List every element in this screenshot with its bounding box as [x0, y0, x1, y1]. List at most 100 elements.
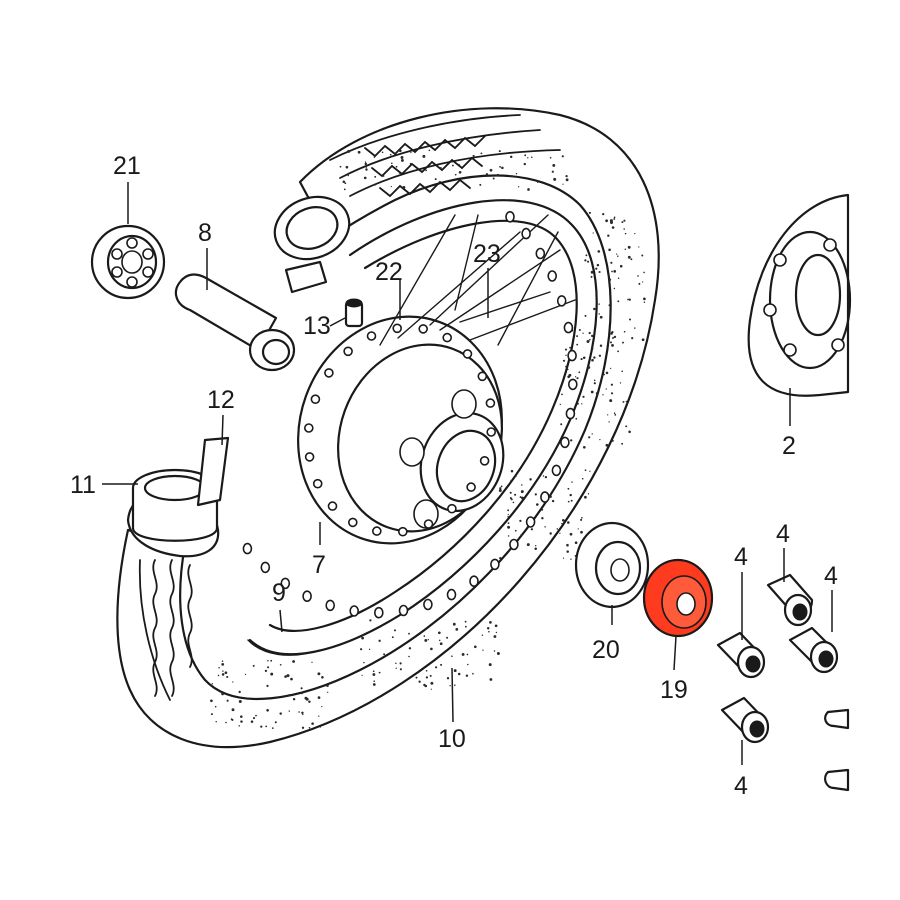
tire-speck — [643, 297, 646, 301]
tire-speck — [621, 221, 624, 224]
tire-speck — [231, 708, 235, 712]
tire-speck — [458, 163, 460, 166]
bearing-21 — [90, 224, 166, 300]
tire-speck — [409, 162, 412, 165]
tire-speck — [628, 430, 631, 434]
tire-speck — [519, 496, 522, 499]
valve-cap-13 — [344, 298, 364, 328]
tire-speck — [569, 346, 571, 349]
tire-speck — [588, 211, 591, 214]
tire-speck — [509, 497, 512, 499]
tire-speck — [517, 186, 520, 188]
tire-speck — [238, 725, 240, 727]
rim-hole — [535, 247, 546, 260]
tire-speck — [374, 183, 377, 186]
tire-speck — [542, 475, 545, 477]
tire-speck — [580, 530, 583, 534]
tire-speck — [446, 636, 449, 639]
tire-speck — [430, 681, 434, 685]
tire-speck — [395, 667, 397, 669]
tire-speck — [588, 331, 591, 335]
tire-speck — [582, 356, 586, 360]
callout-4-bottom: 4 — [734, 772, 748, 800]
tire-speck — [529, 478, 532, 481]
tire-speck — [515, 475, 517, 478]
tire-speck — [361, 674, 363, 677]
tire-speck — [493, 635, 497, 638]
tire-speck — [480, 152, 483, 155]
tire-speck — [570, 558, 572, 560]
tire-speck — [395, 662, 397, 665]
tire-speck — [549, 532, 552, 535]
tire-speck — [326, 684, 329, 687]
callout-11: 11 — [70, 471, 96, 499]
tire-speck — [602, 375, 604, 377]
tire-speck — [343, 188, 346, 191]
hub-hole — [392, 323, 403, 334]
tire-speck — [567, 500, 570, 503]
spokes — [379, 214, 576, 346]
tire-speck — [311, 722, 314, 725]
tire-speck — [308, 700, 311, 703]
tire-speck — [342, 180, 346, 184]
tire-speck — [434, 178, 437, 181]
tire-speck — [565, 371, 567, 373]
tire-speck — [507, 522, 510, 524]
tire-speck — [214, 705, 217, 708]
tire-speck — [425, 669, 428, 672]
tire-speck — [267, 659, 269, 662]
axle-fragment — [824, 768, 850, 792]
tire-speck — [288, 693, 291, 697]
tire-speck — [598, 270, 601, 274]
tire-speck — [516, 175, 518, 178]
tire-speck — [565, 354, 567, 357]
tire-speck — [368, 648, 371, 650]
rim-hole — [373, 606, 384, 619]
tire-speck — [244, 673, 247, 676]
tire-speck — [520, 533, 523, 537]
callout-9: 9 — [272, 579, 286, 607]
tire-speck — [428, 149, 431, 152]
tire-speck — [527, 188, 530, 191]
tire-speck — [523, 162, 526, 166]
tire-speck — [270, 659, 273, 662]
tire-speck — [605, 388, 607, 390]
tire-speck — [613, 287, 616, 290]
tire-speck — [221, 673, 225, 676]
callout-4-right: 4 — [824, 562, 838, 590]
tire-speck — [435, 666, 438, 669]
tire-speck — [429, 674, 432, 677]
leader-lines — [102, 182, 833, 765]
rim-hole — [423, 598, 433, 611]
tire-speck — [562, 183, 564, 185]
collar-4-a — [766, 573, 814, 627]
tire-speck — [623, 228, 625, 230]
tire-speck — [625, 400, 628, 403]
tire-speck — [512, 501, 515, 504]
tire-speck — [590, 275, 593, 278]
tire-speck — [408, 632, 410, 635]
tire-speck — [553, 177, 557, 181]
tire-speck — [535, 545, 537, 547]
tire-speck — [621, 442, 624, 445]
tire-speck — [619, 382, 622, 384]
tire-speck — [425, 169, 427, 172]
hub-hole — [397, 526, 408, 537]
tire-speck — [400, 158, 404, 162]
tire-speck — [408, 647, 412, 650]
tire-speck — [598, 303, 600, 305]
tire-speck — [449, 685, 451, 687]
tire-speck — [576, 343, 579, 346]
tire-speck — [252, 664, 255, 667]
tire-speck — [608, 304, 611, 307]
sprocket-2 — [747, 193, 852, 397]
tire-speck — [424, 638, 428, 642]
tire-speck — [271, 727, 274, 729]
tire-speck — [226, 699, 229, 702]
tire-speck — [613, 270, 617, 273]
tire-speck — [608, 278, 612, 281]
tire-speck — [582, 445, 586, 449]
tire-speck — [597, 250, 601, 253]
tire-speck — [566, 543, 569, 547]
tire-speck — [321, 676, 324, 679]
